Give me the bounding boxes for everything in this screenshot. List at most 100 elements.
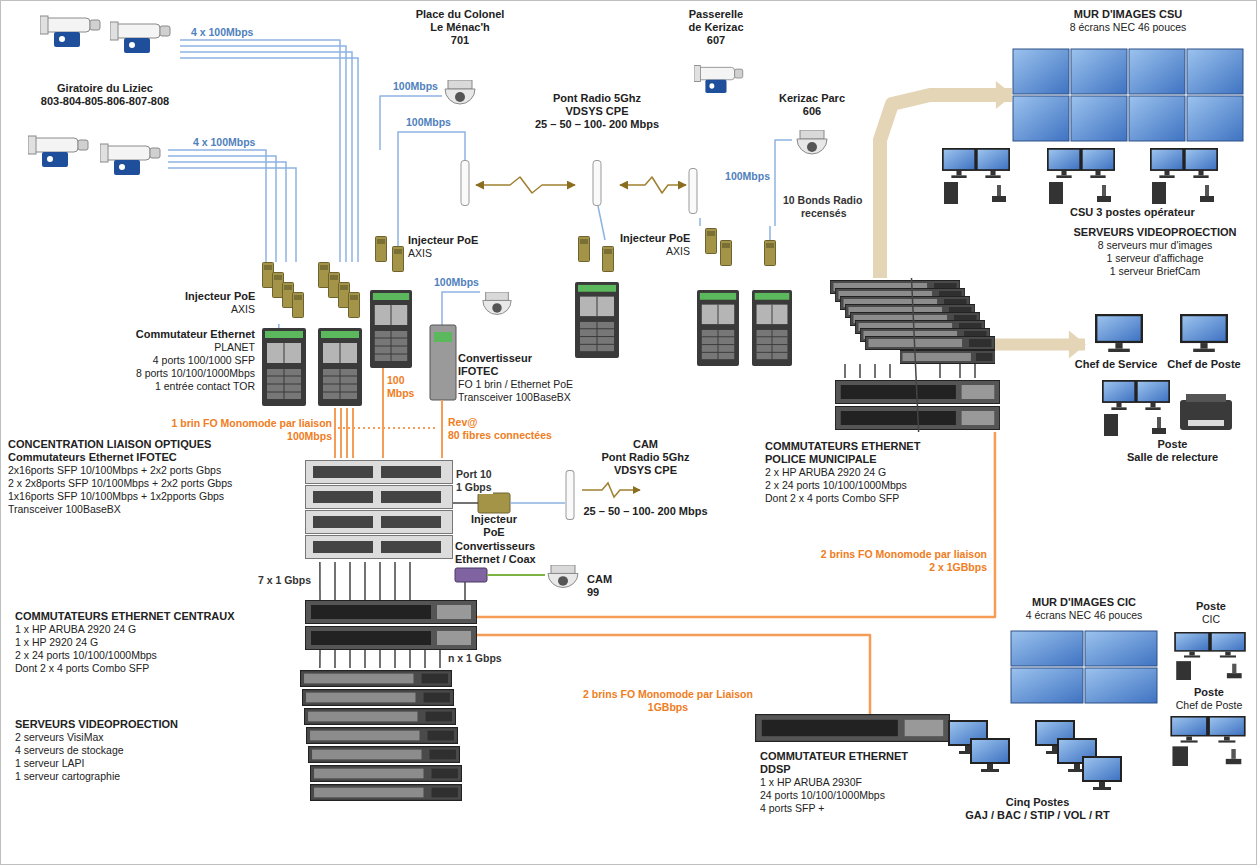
device-title: Passerelle (676, 8, 756, 21)
device-spec: Chef de Poste (1168, 699, 1250, 712)
device-spec: Dont 2 x 4 ports Combo SFP (765, 492, 990, 505)
annotation: 80 fibres connectées (447, 429, 553, 442)
text-group: COMMUTATEURS ETHERNETPOLICE MUNICIPALE2 … (765, 440, 990, 505)
device-spec: PLANET (95, 341, 255, 354)
device-spec: 2 serveurs VisiMax (15, 731, 225, 744)
ethernet-switch: Commutateur EthernetPLANET4 ports 100/10… (260, 328, 362, 408)
workstation: PosteChef de Poste (1168, 716, 1250, 766)
device-spec: 25 – 50 – 100- 200 Mbps (532, 118, 662, 131)
video-wall: MUR D'IMAGES CSU8 écrans NEC 46 pouces (1012, 48, 1244, 142)
network-link (510, 502, 565, 504)
camera: Kerizac Parc606 (792, 128, 832, 164)
network-link (476, 177, 575, 193)
device-spec: 1 serveur BriefCam (1070, 265, 1240, 278)
device-title: Chef de Poste (1164, 358, 1244, 371)
device-title: CAM (583, 438, 708, 451)
device-spec: 1 x HP 2920 24 G (15, 636, 277, 649)
device-title: Convertisseurs (455, 540, 555, 553)
device-spec: 4 ports 100/1000 SFP (95, 354, 255, 367)
annotation: 10 Bonds Radio (782, 194, 863, 207)
device-title: COMMUTATEURS ETHERNET (765, 440, 990, 453)
device-spec: 1x16ports SFP 10/100Mbps + 1x2pports Gbp… (8, 490, 233, 503)
text-group: ConvertisseurIFOTECFO 1 brin / Ethernet … (458, 352, 583, 404)
device-title: Pont Radio 5Ghz (532, 92, 662, 105)
text-group: CAM99 (587, 573, 627, 599)
camera: Passerellede Kerizac607 (686, 58, 746, 218)
radio-link (582, 483, 640, 497)
monitor: Chef de Service (1085, 312, 1147, 356)
device-spec: DDSP (760, 763, 970, 776)
link-label: Rev@ (447, 416, 479, 429)
device-spec: 2 x 24 ports 10/100/1000Mbps (15, 649, 277, 662)
media-converter: ConvertisseurIFOTECFO 1 brin / Ethernet … (428, 290, 518, 400)
text-group: CONCENTRATION LIAISON OPTIQUESCommutateu… (8, 438, 233, 516)
device-spec: VDSYS CPE (532, 105, 662, 118)
text-group: Chef de Poste (1164, 358, 1244, 371)
device-spec: 99 (587, 586, 627, 599)
network-link (995, 339, 1085, 351)
device-spec: 1 x HP ARUBA 2930F (760, 776, 970, 789)
camera: CAM99 (545, 565, 581, 595)
annotation: 2 x 1GBbps (928, 561, 988, 574)
text-group: PosteSalle de relecture (1110, 438, 1235, 464)
network-link (464, 582, 466, 600)
device-spec: Dont 2 x 4 ports Combo SFP (15, 662, 277, 675)
device-spec: 1 serveur LAPI (15, 757, 225, 770)
device-title: Injecteur PoE (408, 234, 478, 247)
text-group: PosteChef de Poste (1168, 686, 1250, 712)
device-spec: PoE (468, 526, 520, 539)
link-label: 2 brins FO Monomode par liaison (820, 548, 988, 561)
device-spec: 1 serveur d'affichage (1070, 252, 1240, 265)
network-link (912, 278, 919, 432)
annotation: 4 x 100Mbps (192, 136, 256, 149)
network-link (334, 408, 336, 458)
device-spec: 1 serveur cartographie (15, 770, 225, 783)
device-spec: Pont Radio 5Ghz (583, 451, 708, 464)
device-spec: 4 serveurs de stockage (15, 744, 225, 757)
device-spec: Commutateurs Ethernet IFOTEC (8, 451, 233, 464)
text-group: Cinq PostesGAJ / BAC / STIP / VOL / RT (945, 796, 1130, 822)
annotation: 1GBbps (647, 701, 689, 714)
device-spec: 8 écrans NEC 46 pouces (1012, 21, 1244, 34)
annotation: 100 (386, 374, 406, 387)
network-link (441, 400, 443, 458)
device-title: Poste (1168, 686, 1250, 699)
coax-converter: ConvertisseursEthernet / Coax (455, 568, 487, 582)
link-label: 100Mbps (392, 80, 439, 93)
operator-stations: CSU 3 postes opérateur (935, 148, 1225, 203)
link-label: Port 10 (455, 468, 493, 481)
radio-bridge: Pont Radio 5GhzVDSYS CPE25 – 50 – 100- 2… (575, 150, 620, 360)
text-group: Injecteur PoEAXIS (620, 232, 690, 258)
device-title: Poste (1172, 600, 1250, 613)
annotation: 100Mbps (286, 430, 333, 443)
poe-injector: InjecteurPoE (478, 493, 510, 513)
device-spec: Le Ménac'h (405, 21, 515, 34)
network-link (319, 562, 321, 600)
camera-group: Giratoire du Liziec803-804-805-806-807-8… (30, 10, 180, 188)
video-wall: MUR D'IMAGES CIC4 écrans NEC 46 pouces (1010, 630, 1158, 704)
ethernet-wires (168, 46, 770, 325)
device-title: Giratoire du Liziec (30, 82, 180, 95)
text-group: Chef de Service (1073, 358, 1159, 371)
device-title: COMMUTATEUR ETHERNET (760, 750, 970, 763)
device-spec: 2 x HP ARUBA 2920 24 G (765, 466, 990, 479)
poe-injector: Injecteur PoEAXIS (695, 226, 793, 368)
text-group: CAMPont Radio 5GhzVDSYS CPE25 – 50 – 100… (583, 438, 708, 518)
device-spec: 701 (405, 34, 515, 47)
device-spec: 1 entrée contact TOR (95, 380, 255, 393)
annotation: 100Mbps (433, 276, 480, 289)
text-group: SERVEURS VIDEOPROECTION8 serveurs mur d'… (1070, 226, 1240, 278)
device-spec: AXIS (185, 303, 255, 316)
annotation: 100Mbps (405, 116, 452, 129)
text-group: COMMUTATEUR ETHERNETDDSP1 x HP ARUBA 293… (760, 750, 970, 815)
text-group: Injecteur PoEAXIS (185, 290, 255, 316)
device-title: Poste (1110, 438, 1235, 451)
network-link (620, 177, 686, 193)
text-group: Commutateur EthernetPLANET4 ports 100/10… (95, 328, 255, 393)
link-label: 100Mbps (724, 170, 771, 183)
device-spec: 2 x 2x8ports SFP 10/100Mbps + 2x2 ports … (8, 477, 233, 490)
radio-camera: CAMPont Radio 5GhzVDSYS CPE25 – 50 – 100… (565, 470, 577, 522)
link-label: 1 brin FO Monomode par liaison (171, 417, 333, 430)
device-spec: 606 (777, 105, 847, 118)
network-link (319, 650, 321, 668)
